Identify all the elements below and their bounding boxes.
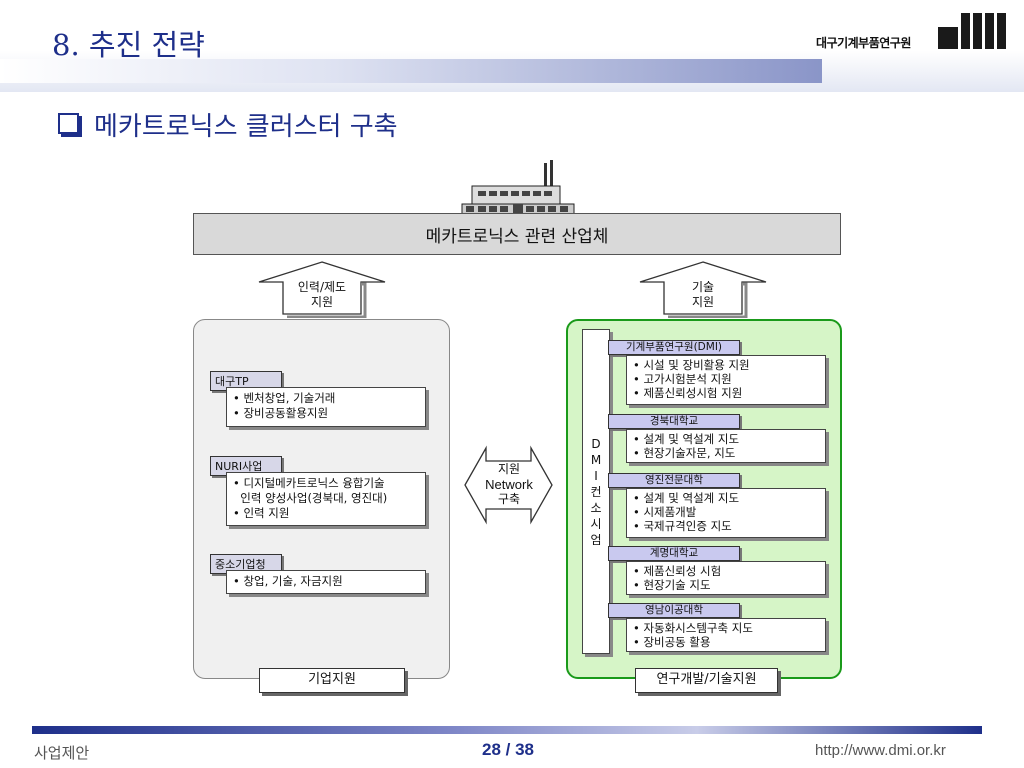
vertical-char: 컨 [590,484,602,499]
group-tab-yeungjin: 영진전문대학 [608,473,740,488]
group-card-yeungjin: • 설계 및 역설계 지도 • 시제품개발 • 국제규격인증 지도 [626,488,826,538]
card-line: • 장비공동활용지원 [233,406,329,420]
network-line-1: 지원 [497,462,521,476]
right-arrow-line-1: 기술 [691,280,715,294]
card-line: • 시설 및 장비활용 지원 [633,358,750,372]
card-line: • 설계 및 역설계 지도 [633,432,740,446]
network-line-2: Network [485,477,533,492]
left-up-arrow [258,261,386,318]
vertical-char: D [591,436,601,451]
card-line: • 자동화시스템구축 지도 [633,621,753,635]
vertical-char: M [590,452,602,467]
title-underline [0,59,822,83]
network-label: 지원 Network 구축 [478,462,540,507]
card-line: • 장비공동 활용 [633,635,711,649]
section-title: 메카트로닉스 클러스터 구축 [94,112,398,142]
vertical-char: 시 [590,516,602,531]
card-line: • 창업, 기술, 자금지원 [233,574,343,588]
group-card-daegu-tp: • 벤처창업, 기술거래 • 장비공동활용지원 [226,387,426,427]
footer-url[interactable]: http://www.dmi.or.kr [815,742,946,759]
bullet-square-icon [58,113,79,134]
enterprise-support-label: 기업지원 [259,668,405,693]
left-arrow-line-1: 인력/제도 [297,280,347,294]
dmi-consortium-bar: D M I 컨 소 시 엄 [582,329,610,654]
industry-label: 메카트로닉스 관련 산업체 [425,226,609,247]
right-arrow-label: 기술 지원 [664,280,742,310]
card-line: • 벤처창업, 기술거래 [233,391,336,405]
right-up-arrow [639,261,767,318]
card-line: • 인력 지원 [233,506,290,520]
network-double-arrow [464,445,553,525]
industry-box: 메카트로닉스 관련 산업체 [193,213,841,255]
card-line: • 현장기술자문, 지도 [633,446,736,460]
rnd-support-label: 연구개발/기술지원 [635,668,778,693]
card-line: • 국제규격인증 지도 [633,519,732,533]
card-line: • 디지털메카트로닉스 융합기술 [233,476,385,490]
footer-left-text: 사업제안 [34,744,90,762]
card-line: • 제품신뢰성 시험 [633,564,722,578]
card-line: • 시제품개발 [633,505,697,519]
logo-text: 대구기계부품연구원 [816,36,911,50]
slide-title: 8. 추진 전략 [52,28,205,62]
card-line: • 고가시험분석 지원 [633,372,732,386]
group-card-knu: • 설계 및 역설계 지도 • 현장기술자문, 지도 [626,429,826,463]
group-tab-knu: 경북대학교 [608,414,740,429]
card-line: 인력 양성사업(경북대, 영진대) [233,491,388,505]
vertical-char: I [594,468,598,483]
footer-bar [32,726,982,734]
vertical-char: 엄 [590,532,602,547]
left-arrow-line-2: 지원 [310,295,334,309]
right-arrow-line-2: 지원 [691,295,715,309]
group-card-sme-agency: • 창업, 기술, 자금지원 [226,570,426,594]
group-tab-dmi: 기계부품연구원(DMI) [608,340,740,355]
group-card-nuri: • 디지털메카트로닉스 융합기술 인력 양성사업(경북대, 영진대) • 인력 … [226,472,426,526]
card-line: • 설계 및 역설계 지도 [633,491,740,505]
factory-icon [461,160,575,215]
left-arrow-label: 인력/제도 지원 [283,280,361,310]
network-line-3: 구축 [497,492,521,506]
logo-icon [938,13,1006,53]
group-tab-keimyung: 계명대학교 [608,546,740,561]
group-tab-nuri: NURI사업 [210,456,282,476]
group-card-dmi: • 시설 및 장비활용 지원 • 고가시험분석 지원 • 제품신뢰성시험 지원 [626,355,826,405]
card-line: • 현장기술 지도 [633,578,711,592]
group-card-yeungnam: • 자동화시스템구축 지도 • 장비공동 활용 [626,618,826,652]
vertical-char: 소 [590,500,602,515]
page-number: 28 / 38 [482,740,534,759]
group-tab-yeungnam: 영남이공대학 [608,603,740,618]
card-line: • 제품신뢰성시험 지원 [633,386,743,400]
group-card-keimyung: • 제품신뢰성 시험 • 현장기술 지도 [626,561,826,595]
